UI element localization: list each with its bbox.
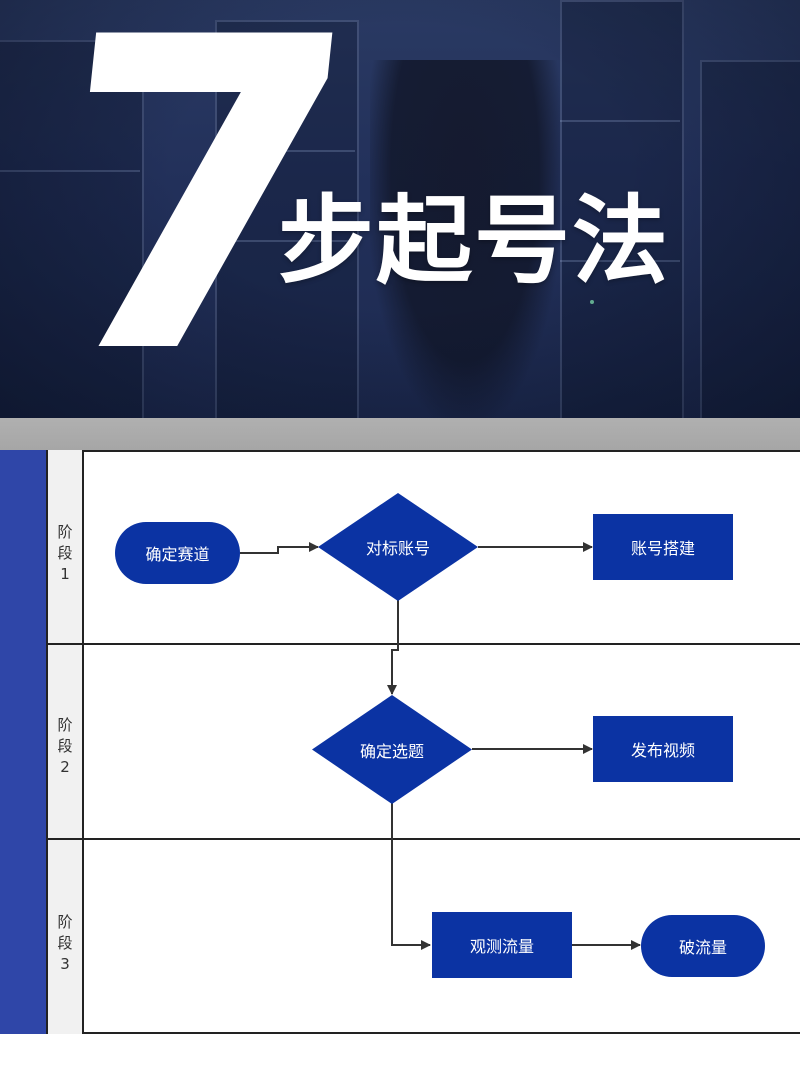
node-label: 确定选题 [359, 741, 424, 761]
node-determine-track: 确定赛道 [115, 522, 240, 584]
lane-label-char: 阶 [57, 523, 73, 541]
status-led [238, 192, 242, 196]
status-led [302, 92, 306, 96]
server-rack-middle [215, 20, 359, 418]
connector-benchmark-to-topic [387, 600, 399, 695]
lane-divider [46, 838, 800, 840]
diamond-shape [312, 695, 472, 804]
status-led [590, 300, 594, 304]
node-publish-video: 发布视频 [593, 716, 733, 782]
rack-shelf [215, 240, 355, 242]
server-rack-far-right [700, 60, 800, 418]
lane-label-char: 2 [60, 758, 70, 776]
connector-track-to-benchmark [240, 542, 319, 554]
rack-shelf [560, 120, 680, 122]
swimlane-frame [46, 450, 800, 1034]
lane-label-char: 阶 [57, 716, 73, 734]
person-silhouette [370, 60, 560, 418]
lane-label-stage-3: 阶 段 3 [50, 912, 80, 975]
node-break-traffic: 破流量 [641, 915, 765, 977]
node-determine-topic: 确定选题 [312, 695, 472, 804]
lane-label-column [46, 450, 84, 1034]
hero-title: 步起号法 [278, 185, 670, 297]
lane-label-stage-1: 阶 段 1 [50, 522, 80, 585]
swimlane-accent-strip [0, 450, 46, 1034]
node-account-setup: 账号搭建 [593, 514, 733, 580]
vignette-overlay [0, 0, 800, 418]
lane-label-char: 段 [57, 544, 73, 562]
rack-shelf [0, 170, 140, 172]
lane-divider [46, 643, 800, 645]
status-led [250, 192, 254, 196]
lane-label-char: 阶 [57, 913, 73, 931]
lane-label-char: 段 [57, 934, 73, 952]
lane-label-stage-2: 阶 段 2 [50, 715, 80, 778]
status-led [238, 212, 242, 216]
lane-label-char: 3 [60, 955, 70, 973]
connector-topic-to-observe [391, 803, 431, 950]
node-observe-traffic: 观测流量 [432, 912, 572, 978]
server-rack-left [0, 40, 144, 418]
rack-shelf [560, 260, 680, 262]
divider-band [0, 418, 800, 450]
hero-banner: 7 步起号法 [0, 0, 800, 418]
diamond-shape [318, 493, 478, 601]
node-label: 对标账号 [365, 539, 430, 558]
rack-shelf [215, 150, 355, 152]
lane-label-char: 段 [57, 737, 73, 755]
node-benchmark-account: 对标账号 [318, 493, 478, 601]
lane-label-char: 1 [60, 565, 70, 583]
server-rack-right [560, 0, 684, 418]
